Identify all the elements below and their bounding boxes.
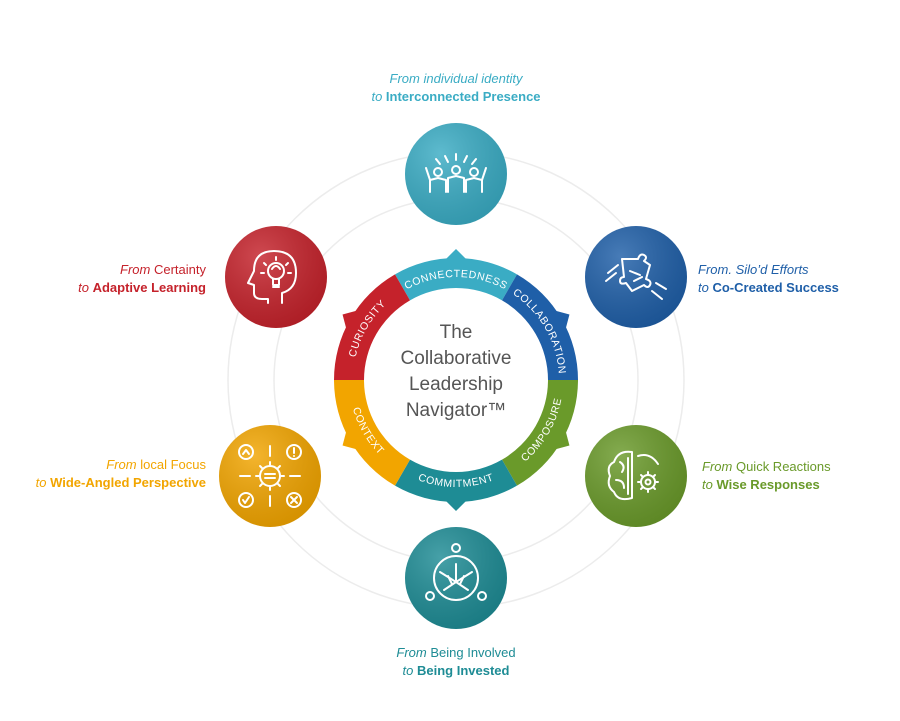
center-title-line-2: Collaborative (401, 348, 512, 369)
brain-gear-icon (607, 450, 659, 501)
caption-from-text: Being Involved (430, 645, 516, 660)
hands-together-icon (425, 543, 487, 601)
node-shading (219, 425, 321, 527)
gear-focus-icon (238, 444, 302, 508)
ring-segment-curiosity-pointer (342, 310, 357, 329)
caption-collaboration: From. Silo’d Efforts to Co-Created Succe… (698, 261, 839, 297)
caption-to-word: to (702, 477, 713, 492)
center-ring: CONNECTEDNESSCOLLABORATIONCOMPOSURECOMMI… (334, 249, 578, 511)
ring-segment-curiosity (334, 274, 410, 380)
ring-segment-connectedness-pointer (445, 249, 467, 260)
caption-from-text: individual identity (423, 71, 523, 86)
caption-composure: From Quick Reactions to Wise Responses (702, 458, 831, 494)
caption-from-text: Silo’d Efforts (735, 262, 809, 277)
node-shading (225, 226, 327, 328)
puzzle-hands-icon (605, 253, 667, 300)
ring-segment-commitment-pointer (445, 500, 467, 511)
center-title-line-1: The (440, 322, 473, 343)
caption-from-text: local Focus (140, 457, 206, 472)
caption-to-text: Wise Responses (716, 477, 820, 492)
caption-to-text: Wide-Angled Perspective (50, 475, 206, 490)
caption-from-word: From (389, 71, 420, 86)
ring-segment-context (334, 380, 410, 486)
caption-from-word: From (106, 457, 137, 472)
caption-from-text: Certainty (153, 262, 206, 277)
head-lightbulb-icon (247, 250, 297, 304)
node-composure (585, 425, 687, 527)
node-commitment (405, 527, 507, 629)
ring-segment-collaboration (502, 274, 578, 380)
ring-segment-collaboration-pointer (555, 310, 570, 329)
caption-from-word: From (396, 645, 427, 660)
ring-segment-composure-pointer (555, 431, 570, 450)
ring-segment-context-pointer (342, 431, 357, 450)
caption-to-text: Adaptive Learning (92, 280, 206, 295)
center-title: The Collaborative Leadership Navigator™ (401, 322, 512, 421)
node-circles (219, 123, 687, 629)
caption-commitment: From Being Involved to Being Invested (356, 644, 556, 680)
team-celebration-icon (425, 153, 487, 193)
node-connectedness (405, 123, 507, 225)
caption-to-word: to (698, 280, 709, 295)
ring-segment-connectedness (395, 258, 517, 301)
caption-to-word: to (371, 89, 383, 104)
caption-from-word: From (702, 459, 733, 474)
caption-to-word: to (402, 663, 414, 678)
caption-curiosity: From Certainty to Adaptive Learning (6, 261, 206, 297)
caption-from-text: Quick Reactions (735, 459, 831, 474)
caption-to-text: Interconnected Presence (385, 89, 541, 104)
center-title-line-4: Navigator™ (406, 400, 506, 421)
caption-context: From local Focus to Wide-Angled Perspect… (6, 456, 206, 492)
caption-to-word: to (78, 280, 89, 295)
center-disc (364, 288, 548, 472)
ring-segment-composure (502, 380, 578, 486)
caption-from-word: From. (698, 262, 732, 277)
node-shading (585, 425, 687, 527)
caption-to-text: Co-Created Success (712, 280, 839, 295)
caption-to-text: Being Invested (417, 663, 510, 678)
node-curiosity (225, 226, 327, 328)
node-collaboration (585, 226, 687, 328)
caption-to-word: to (35, 475, 47, 490)
ring-segment-commitment (395, 459, 517, 502)
node-shading (585, 226, 687, 328)
node-context (219, 425, 321, 527)
center-title-line-3: Leadership (409, 374, 503, 395)
caption-connectedness: From individual identity to Interconnect… (356, 70, 556, 106)
caption-from-word: From (120, 262, 151, 277)
